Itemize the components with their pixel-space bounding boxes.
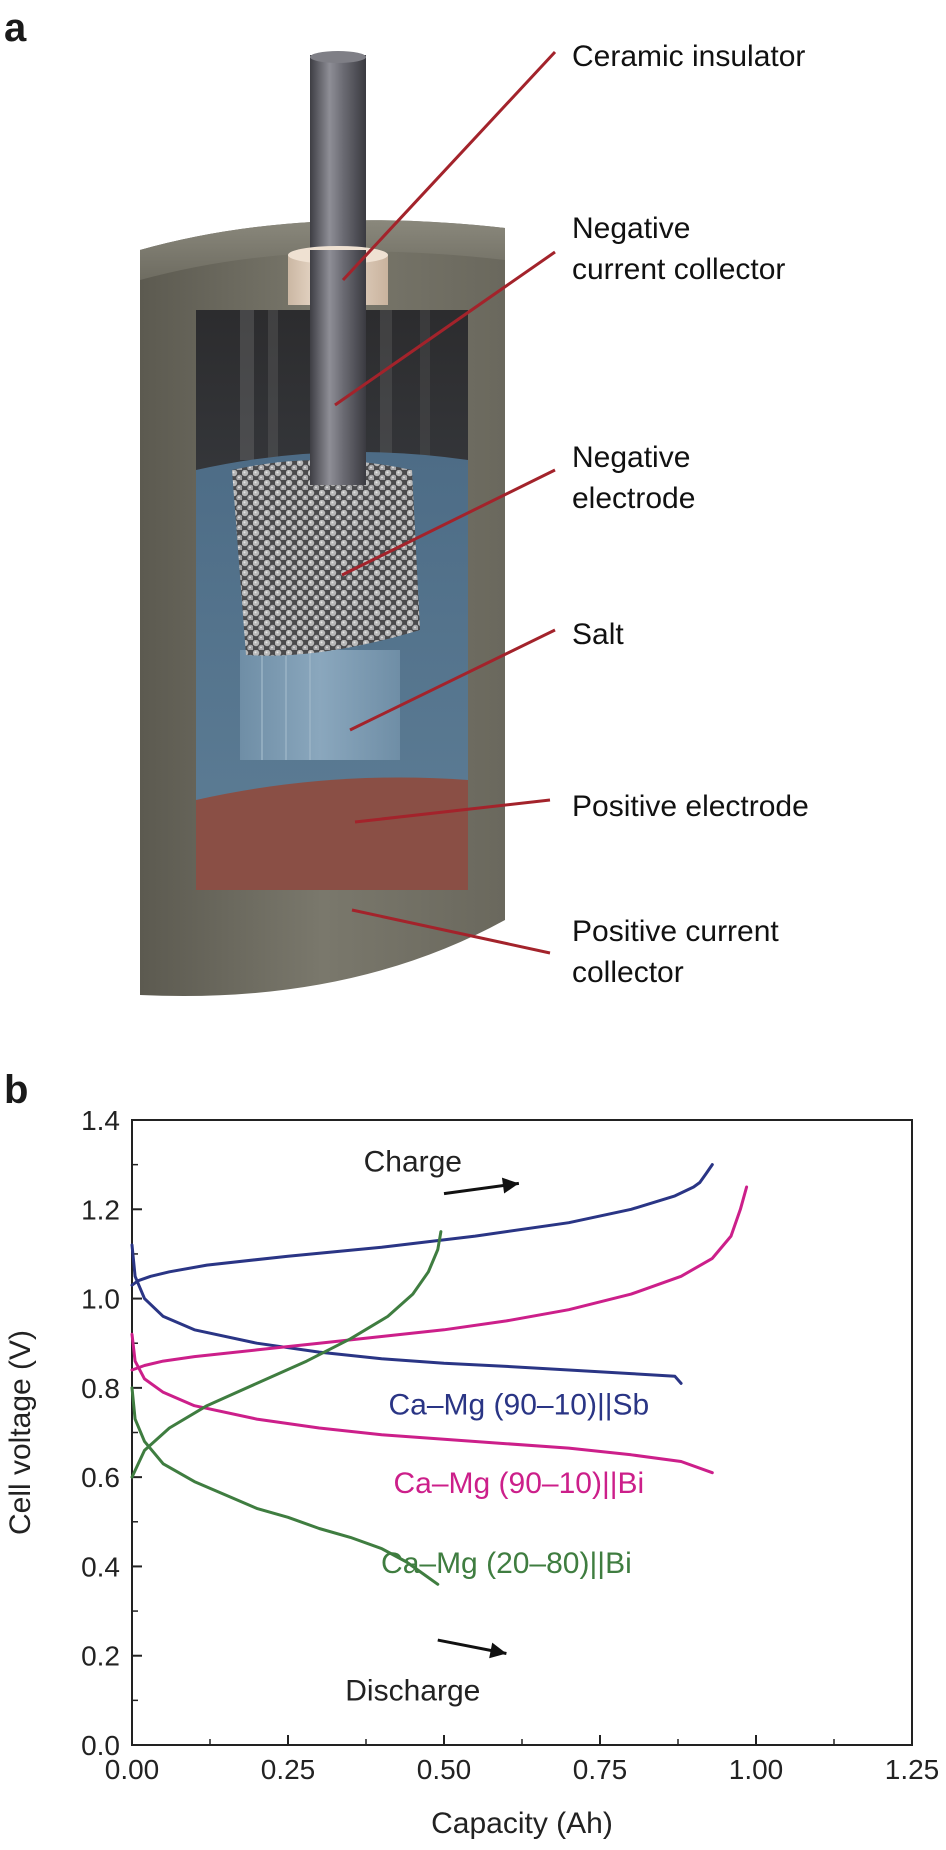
leader-positive-current-collector [351, 908, 551, 955]
x-axis-label: Capacity (Ah) [431, 1807, 613, 1840]
leader-salt [349, 628, 556, 732]
leader-lines [334, 50, 557, 955]
plot-frame [131, 1119, 913, 1746]
annotation-label: Ca–Mg (90–10)||Sb [389, 1389, 650, 1422]
annotation-label: Ca–Mg (90–10)||Bi [394, 1467, 645, 1500]
y-tick-label: 1.0 [81, 1284, 120, 1315]
salt-columns [261, 650, 311, 760]
annotation-label: Discharge [345, 1674, 480, 1707]
label-positive-electrode: Positive electrode [572, 790, 809, 823]
y-tick-label: 1.4 [81, 1105, 120, 1136]
series-line-charge [130, 1230, 443, 1479]
y-tick-label: 0.4 [81, 1551, 120, 1582]
salt-region [240, 650, 400, 760]
x-tick-label: 0.00 [105, 1754, 160, 1785]
y-tick-label: 0.0 [81, 1730, 120, 1761]
rod-top [310, 51, 366, 63]
x-tick-label: 1.25 [885, 1754, 940, 1785]
label-positive-current-collector: Positive current collector [572, 915, 779, 989]
x-tick-label: 1.00 [729, 1754, 784, 1785]
series-line-discharge [130, 1243, 683, 1385]
leader-negative-electrode [341, 468, 556, 577]
x-tick-label: 0.50 [417, 1754, 472, 1785]
y-tick-label: 1.2 [81, 1194, 120, 1225]
annotation-label: Charge [364, 1145, 462, 1178]
panel-b-letter: b [4, 1068, 29, 1112]
y-tick-label: 0.2 [81, 1641, 120, 1672]
label-negative-current-collector: Negative current collector [572, 212, 786, 286]
label-ceramic-insulator: Ceramic insulator [572, 40, 806, 73]
x-tick-label: 0.25 [261, 1754, 316, 1785]
y-tick-label: 0.6 [81, 1462, 120, 1493]
label-negative-electrode: Negative electrode [572, 441, 696, 515]
leader-ceramic-insulator [341, 50, 557, 282]
chart-layer: 0.00 0.25 0.50 0.75 1.00 1.25 0.0 0.2 0.4 0.6 0.8 1… [4, 1105, 939, 1840]
series-line-charge [130, 1163, 714, 1287]
positive-electrode-region [196, 777, 468, 890]
annotation-label: Ca–Mg (20–80)||Bi [381, 1547, 632, 1580]
label-salt: Salt [572, 618, 624, 651]
leader-positive-electrode [354, 798, 551, 824]
discharge-arrow-icon-head [489, 1642, 507, 1659]
series-line-charge [130, 1185, 749, 1372]
panel-a-letter: a [4, 6, 27, 50]
leader-negative-current-collector [334, 250, 556, 407]
y-axis-label: Cell voltage (V) [4, 1330, 37, 1535]
negative-electrode-sponge [232, 460, 420, 656]
y-tick-label: 0.8 [81, 1373, 120, 1404]
cavity-ribs [240, 310, 430, 460]
series-line-discharge [130, 1386, 440, 1586]
cell-schematic [140, 50, 557, 997]
series-line-discharge [130, 1332, 714, 1475]
x-tick-label: 0.75 [573, 1754, 628, 1785]
charge-arrow-icon-head [501, 1177, 519, 1194]
